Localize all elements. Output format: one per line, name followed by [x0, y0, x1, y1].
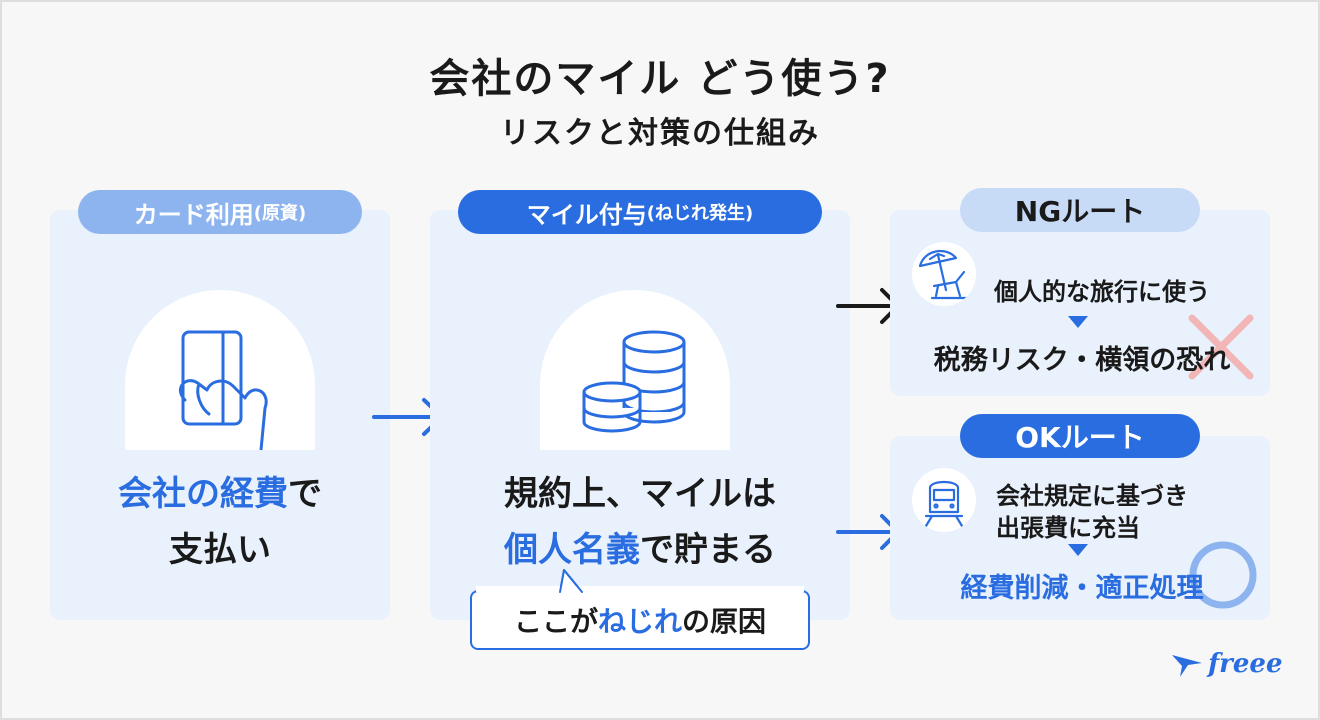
ok-circle-icon	[1189, 541, 1257, 609]
step2-icon-circle	[540, 290, 730, 450]
ok-line3: 経費削減・適正処理	[960, 573, 1204, 604]
beach-umbrella-icon	[918, 249, 970, 300]
page-subtitle: リスクと対策の仕組み	[500, 116, 820, 151]
twist-cause-bubble: ここがねじれの原因	[470, 590, 810, 650]
ng-cross-icon	[1188, 314, 1254, 380]
step1-label: カード利用(原資)	[78, 190, 362, 234]
ok-icon-circle	[912, 468, 976, 532]
coin-stack-icon	[582, 330, 686, 433]
ok-line2: 出張費に充当	[996, 514, 1140, 542]
step1-icon-circle	[125, 290, 315, 450]
bubble-tail-mask	[476, 586, 804, 592]
ng-down-triangle	[1068, 316, 1088, 328]
step1-text: 会社の経費で 支払い	[118, 474, 322, 570]
ng-icon-circle	[912, 242, 976, 306]
train-icon	[924, 480, 964, 528]
ng-line1: 個人的な旅行に使う	[994, 278, 1210, 306]
step2-text: 規約上、マイルは 個人名義で貯まる	[504, 474, 776, 570]
page-title: 会社のマイル どう使う?	[429, 56, 891, 102]
bubble-tail-cover	[559, 569, 583, 593]
ng-line2: 税務リスク・横領の恐れ	[933, 345, 1231, 376]
ok-label: OKルート	[960, 414, 1200, 458]
ok-line1: 会社規定に基づき	[996, 482, 1188, 510]
freee-logo: freee	[1170, 646, 1283, 682]
card-in-hand-icon	[178, 330, 268, 450]
step2-label: マイル付与(ねじれ発生)	[458, 190, 822, 234]
ng-label: NGルート	[960, 188, 1200, 232]
freee-bird-icon	[1172, 655, 1202, 677]
ok-down-triangle	[1068, 544, 1088, 556]
